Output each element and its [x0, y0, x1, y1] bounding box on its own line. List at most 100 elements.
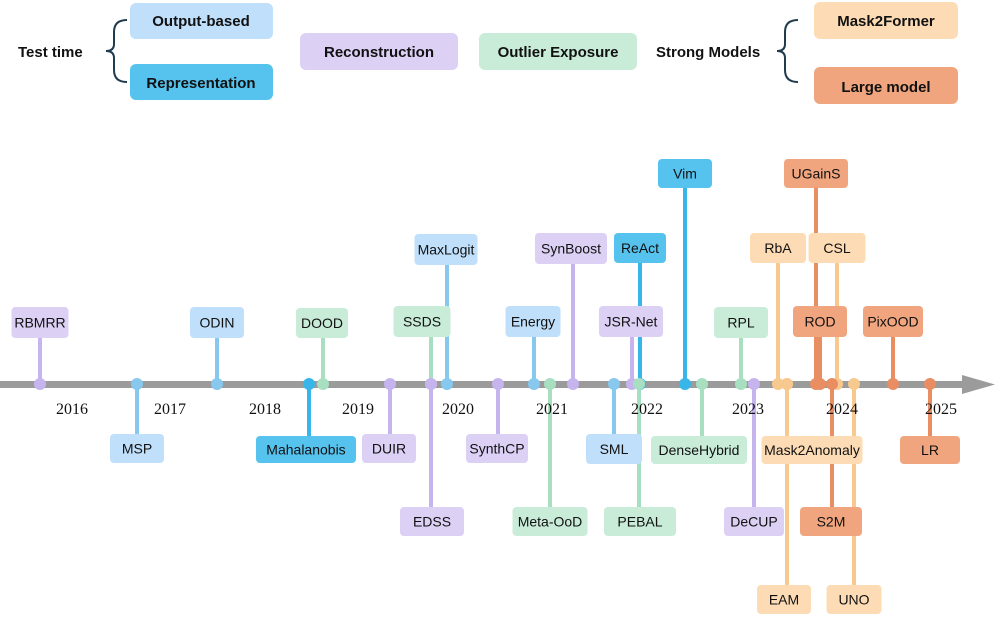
year-label-2017: 2017 — [154, 401, 186, 418]
method-box-synboost — [535, 233, 607, 264]
method-label-s2m: S2M — [817, 514, 846, 530]
dot-vim — [679, 378, 691, 390]
dot-edss — [425, 378, 437, 390]
method-label-edss: EDSS — [413, 514, 451, 530]
method-box-jsr-net — [599, 306, 663, 337]
method-label-uno: UNO — [838, 592, 869, 608]
legend-large-model-box — [814, 67, 958, 104]
dot-s2m — [826, 378, 838, 390]
method-box-mask2anomaly — [761, 436, 863, 464]
method-box-rod — [793, 306, 847, 337]
method-box-rbmrr — [11, 307, 69, 338]
method-label-synthcp: SynthCP — [469, 441, 524, 457]
year-label-2016: 2016 — [56, 401, 88, 418]
dot-lr — [924, 378, 936, 390]
dot-mask2anomaly — [781, 378, 793, 390]
legend-output-based-box — [130, 3, 273, 39]
year-label-2019: 2019 — [342, 401, 374, 418]
dot-sml — [608, 378, 620, 390]
legend-reconstruction-box — [300, 33, 458, 70]
method-label-meta-ood: Meta-OoD — [518, 514, 583, 530]
method-label-ssds: SSDS — [403, 314, 441, 330]
year-label-2018: 2018 — [249, 401, 281, 418]
legend-test-time-label: Test time — [18, 44, 83, 61]
dot-duir — [384, 378, 396, 390]
legend-output-based-label: Output-based — [152, 13, 250, 30]
dot-rod — [814, 378, 826, 390]
method-box-msp — [110, 434, 164, 463]
test-time-brace — [105, 19, 128, 83]
axis-bar — [0, 381, 965, 388]
legend-mask2former-label: Mask2Former — [837, 13, 935, 30]
method-box-mahalanobis — [256, 436, 356, 463]
year-label-2020: 2020 — [442, 401, 474, 418]
method-box-ugains — [784, 159, 848, 188]
legend-outlier-exposure-label: Outlier Exposure — [498, 44, 619, 61]
method-box-rba — [750, 233, 806, 263]
legend-mask2former-box — [814, 2, 958, 39]
dot-rbmrr — [34, 378, 46, 390]
method-label-mahalanobis: Mahalanobis — [266, 442, 345, 458]
method-label-duir: DUIR — [372, 441, 406, 457]
dot-msp — [131, 378, 143, 390]
method-box-maxlogit — [414, 234, 478, 265]
legend-reconstruction-label: Reconstruction — [324, 44, 434, 61]
method-box-uno — [826, 585, 882, 614]
method-label-csl: CSL — [823, 240, 850, 256]
dot-maxlogit — [441, 378, 453, 390]
legend-representation-label: Representation — [146, 75, 255, 92]
method-box-synthcp — [466, 434, 528, 463]
axis-arrow — [962, 375, 995, 394]
dot-synthcp — [492, 378, 504, 390]
method-label-vim: Vim — [673, 166, 697, 182]
dot-odin — [211, 378, 223, 390]
method-label-dood: DOOD — [301, 315, 343, 331]
dot-meta-ood — [544, 378, 556, 390]
method-box-decup — [724, 507, 784, 536]
method-box-duir — [362, 434, 416, 463]
method-box-pebal — [604, 507, 676, 536]
method-box-s2m — [800, 507, 862, 536]
method-label-lr: LR — [921, 442, 939, 458]
dot-uno — [848, 378, 860, 390]
dot-rpl — [735, 378, 747, 390]
method-label-eam: EAM — [769, 592, 799, 608]
dot-dood — [317, 378, 329, 390]
method-label-jsr-net: JSR-Net — [605, 314, 658, 330]
method-label-rod: ROD — [804, 314, 835, 330]
method-label-odin: ODIN — [200, 315, 235, 331]
year-label-2024: 2024 — [826, 401, 858, 418]
method-box-eam — [757, 585, 811, 614]
method-box-lr — [900, 436, 960, 464]
method-box-sml — [586, 434, 642, 464]
dot-mahalanobis — [303, 378, 315, 390]
dot-densehybrid — [696, 378, 708, 390]
dot-rba — [772, 378, 784, 390]
method-box-meta-ood — [512, 507, 588, 536]
method-label-decup: DeCUP — [730, 514, 777, 530]
method-label-densehybrid: DenseHybrid — [659, 442, 740, 458]
year-label-2021: 2021 — [536, 401, 568, 418]
method-box-dood — [296, 308, 348, 338]
method-box-energy — [505, 306, 561, 337]
method-box-densehybrid — [651, 436, 747, 464]
legend-strong-models-label: Strong Models — [656, 44, 760, 61]
year-label-2025: 2025 — [925, 401, 957, 418]
method-label-ugains: UGainS — [791, 166, 840, 182]
method-label-synboost: SynBoost — [541, 241, 601, 257]
method-box-csl — [808, 233, 866, 263]
method-label-react: ReAct — [621, 240, 659, 256]
method-label-rba: RbA — [764, 240, 792, 256]
method-label-pebal: PEBAL — [617, 514, 662, 530]
dot-synboost — [567, 378, 579, 390]
method-box-odin — [190, 307, 244, 338]
method-box-rpl — [714, 307, 768, 338]
method-label-rpl: RPL — [727, 315, 754, 331]
dots-layer — [34, 378, 936, 390]
method-box-ssds — [393, 306, 451, 337]
strong-models-brace — [776, 19, 799, 83]
method-label-sml: SML — [600, 441, 629, 457]
method-label-msp: MSP — [122, 441, 152, 457]
